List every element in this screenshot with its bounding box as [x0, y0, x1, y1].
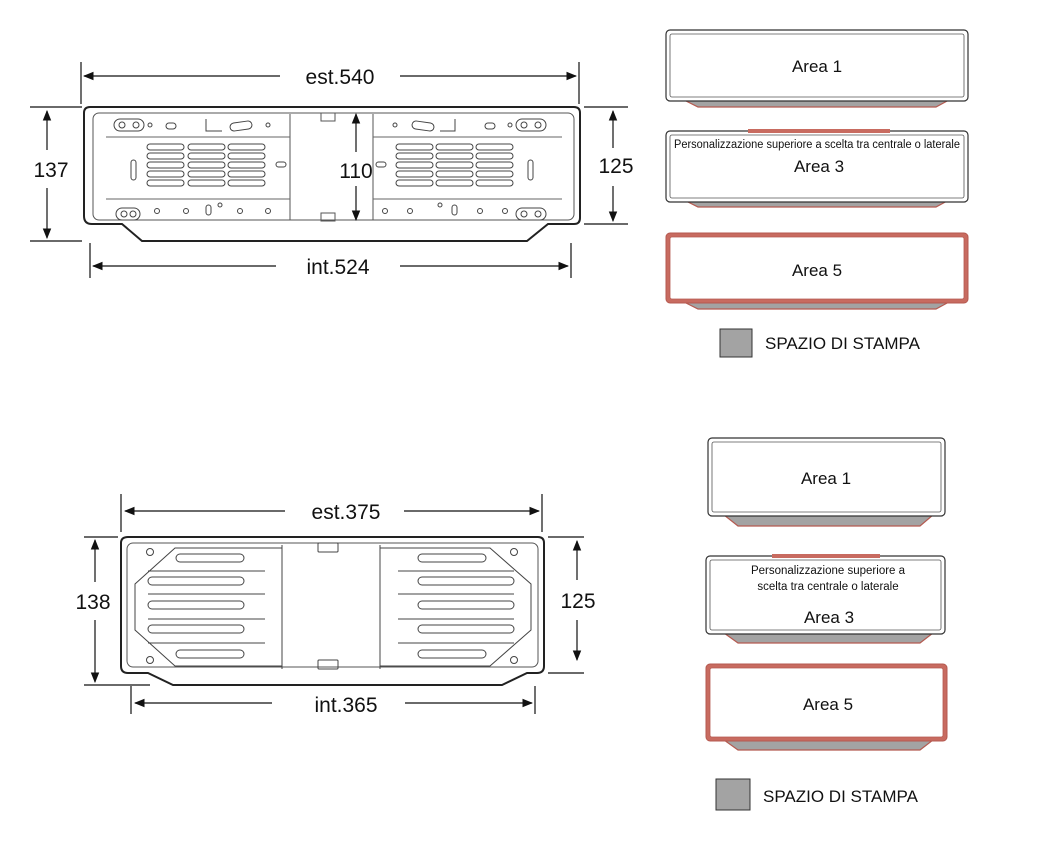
plate-small-dimensions: [84, 494, 584, 714]
plate-small-drawing: [120, 536, 545, 686]
area-5-top: Area 5: [665, 232, 969, 310]
area-3-bottom-note-2: scelta tra centrale o laterale: [757, 581, 898, 593]
area-5-top-label: Area 5: [792, 261, 842, 280]
plate-large-height-right: 125: [598, 155, 633, 178]
area-5-bottom: Area 5: [705, 663, 948, 751]
plate-large-width-int: int.524: [306, 256, 369, 279]
legend-bottom-label: SPAZIO DI STAMPA: [763, 787, 919, 806]
area-3-bottom-label: Area 3: [804, 608, 854, 627]
plate-large-outline: [83, 106, 581, 242]
plate-small-width-int: int.365: [314, 694, 377, 717]
plate-large-height-inner: 110: [339, 160, 372, 183]
plate-large-width-ext: est.540: [306, 66, 375, 89]
area-3-top: Personalizzazione superiore a scelta tra…: [665, 129, 969, 208]
legend-top-swatch: [719, 328, 753, 358]
plate-large-height-left: 137: [33, 159, 68, 182]
area-1-top: Area 1: [665, 29, 969, 108]
area-3-top-note: Personalizzazione superiore a scelta tra…: [674, 139, 960, 151]
plate-small-width-ext: est.375: [312, 501, 381, 524]
area-group-top: Area 1 Personalizzazione superiore a sce…: [665, 29, 969, 358]
area-5-bottom-label: Area 5: [803, 695, 853, 714]
area-group-bottom: Area 1 Personalizzazione superiore a sce…: [705, 437, 948, 811]
legend-bottom: SPAZIO DI STAMPA: [715, 778, 919, 811]
plate-small-outline: [120, 536, 545, 686]
area-3-top-label: Area 3: [794, 157, 844, 176]
area-3-bottom: Personalizzazione superiore a scelta tra…: [705, 554, 946, 644]
legend-top: SPAZIO DI STAMPA: [719, 328, 921, 358]
area-3-bottom-note-1: Personalizzazione superiore a: [751, 565, 906, 577]
plate-small-height-left: 138: [75, 591, 110, 614]
plate-small-height-right: 125: [560, 590, 595, 613]
area-1-top-label: Area 1: [792, 57, 842, 76]
plate-large-dimensions: [30, 62, 628, 278]
legend-bottom-swatch: [715, 778, 751, 811]
plate-large-drawing: [83, 106, 581, 242]
legend-top-label: SPAZIO DI STAMPA: [765, 334, 921, 353]
area-1-bottom-label: Area 1: [801, 469, 851, 488]
area-1-bottom: Area 1: [707, 437, 946, 527]
